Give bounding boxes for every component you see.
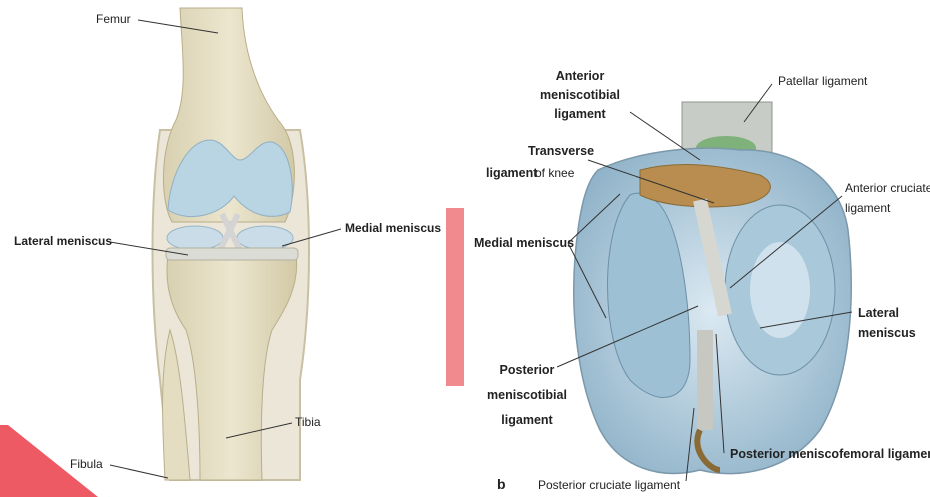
accent-bar	[446, 208, 464, 386]
label-lateral-meniscus-left: Lateral meniscus	[14, 234, 112, 248]
label-medial-meniscus-right: Medial meniscus	[474, 236, 574, 250]
svg-text:Lateral: Lateral	[858, 306, 899, 320]
panel-letter: b	[497, 476, 506, 492]
label-lateral-meniscus-right: Lateral meniscus	[858, 306, 916, 340]
label-anterior-cruciate: Anterior cruciate ligament	[845, 181, 930, 215]
svg-text:meniscotibial: meniscotibial	[487, 388, 567, 402]
label-anterior-meniscotibial: Anterior meniscotibial ligament	[540, 69, 620, 121]
svg-text:Posterior: Posterior	[500, 363, 555, 377]
left-knee-illustration	[153, 8, 310, 480]
label-fibula: Fibula	[70, 457, 103, 471]
svg-text:ligament: ligament	[501, 413, 553, 427]
svg-text:ligament: ligament	[554, 107, 606, 121]
medial-meniscus-shape	[237, 226, 293, 250]
svg-text:meniscotibial: meniscotibial	[540, 88, 620, 102]
tibial-plateau-band	[166, 248, 298, 260]
label-posterior-meniscotibial: Posterior meniscotibial ligament	[487, 363, 567, 427]
svg-text:ligament: ligament	[486, 166, 538, 180]
svg-text:Anterior cruciate: Anterior cruciate	[845, 181, 930, 195]
label-medial-meniscus-left: Medial meniscus	[345, 221, 441, 235]
label-tibia: Tibia	[295, 415, 321, 429]
label-patellar-ligament: Patellar ligament	[778, 74, 868, 88]
svg-text:meniscus: meniscus	[858, 326, 916, 340]
label-posterior-cruciate: Posterior cruciate ligament	[538, 478, 681, 492]
label-femur: Femur	[96, 12, 131, 26]
label-posterior-meniscofemoral: Posterior meniscofemoral ligaments	[730, 447, 930, 461]
svg-text:ligament: ligament	[845, 201, 891, 215]
svg-text:Anterior: Anterior	[556, 69, 605, 83]
svg-text:Transverse: Transverse	[528, 144, 594, 158]
svg-text:of knee: of knee	[535, 166, 575, 180]
tibial-plateau-illustration	[574, 102, 851, 474]
label-transverse-ligament: Transverse ligament of knee	[486, 144, 594, 180]
lateral-meniscus-shape	[167, 226, 223, 250]
